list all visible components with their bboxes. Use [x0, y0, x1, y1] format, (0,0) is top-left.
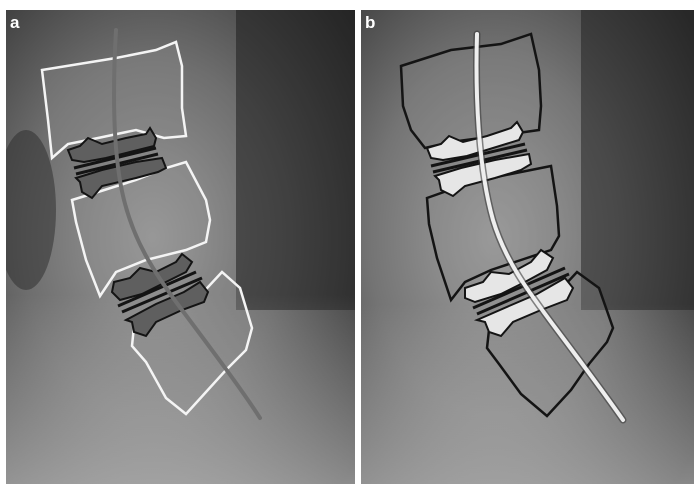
- spine-xray-image: [361, 10, 694, 484]
- panel-b-label: b: [365, 14, 375, 31]
- spine-xray-image: [6, 10, 355, 484]
- panel-b: b: [361, 10, 694, 484]
- panel-a-label: a: [10, 14, 19, 31]
- panel-a: a: [6, 10, 355, 484]
